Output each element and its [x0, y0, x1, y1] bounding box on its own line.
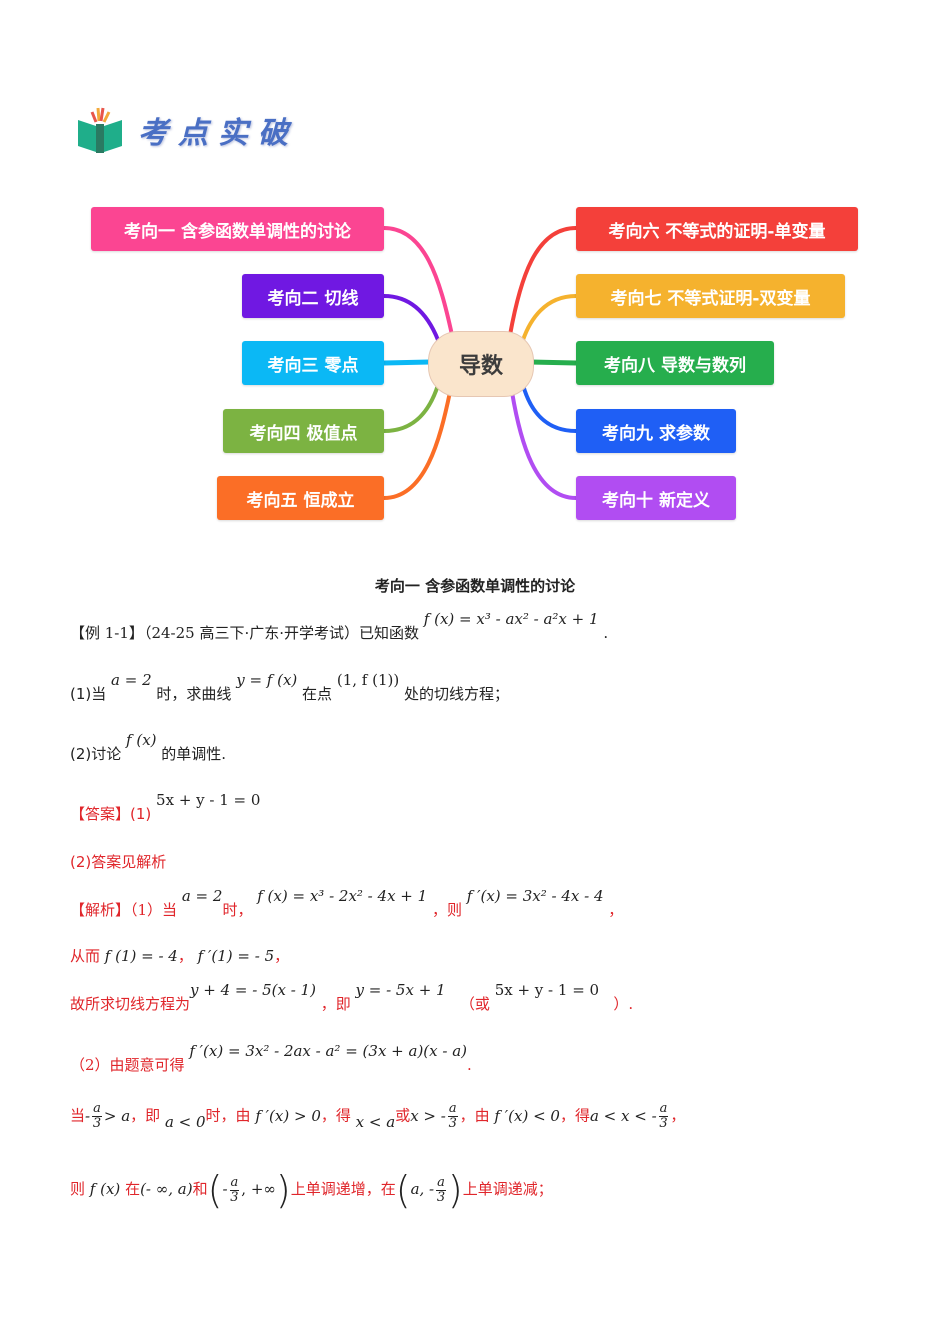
- math: f (x): [89, 1180, 121, 1198]
- text: ，: [177, 947, 193, 965]
- math: y + 4 = - 5(x - 1): [190, 981, 316, 999]
- example-line: 【例 1-1】（24-25 高三下·广东·开学考试）已知函数 f (x) = x…: [70, 610, 609, 643]
- text: .: [467, 1056, 472, 1074]
- math: a < 0: [164, 1112, 206, 1131]
- question-2: (2)讨论 f (x) 的单调性.: [70, 731, 227, 764]
- q2-function: f (x): [126, 731, 157, 749]
- mindmap-node-9: 考向九 求参数: [576, 409, 736, 453]
- text: 时，由: [205, 1106, 251, 1125]
- math: f ′(x) > 0: [255, 1106, 321, 1125]
- page-header-title: 考点实破: [138, 116, 298, 151]
- text: （或: [459, 995, 490, 1013]
- text: 或: [395, 1106, 411, 1125]
- text: 上单调递增，在: [290, 1180, 396, 1198]
- text: ，即: [320, 995, 351, 1013]
- math: (- ∞, a): [140, 1180, 193, 1198]
- mindmap-node-5: 考向五 恒成立: [217, 476, 384, 520]
- mindmap-node-7: 考向七 不等式证明-双变量: [576, 274, 845, 318]
- text: 时，: [222, 901, 253, 919]
- text: （2）由题意可得: [70, 1056, 185, 1074]
- answer-part2: (2)答案见解析: [70, 853, 167, 871]
- text: 当: [70, 1106, 86, 1125]
- answer-equation: 5x + y - 1 = 0: [156, 791, 261, 809]
- mindmap-node-10: 考向十 新定义: [576, 476, 736, 520]
- mindmap-connectors: [383, 226, 577, 500]
- analysis-line-1: 【解析】（1）当 a = 2时， f (x) = x³ - 2x² - 4x +…: [70, 887, 624, 920]
- math: f ′(1) = - 5: [197, 947, 275, 965]
- mindmap-node-3: 考向三 零点: [242, 341, 384, 385]
- text: 则: [70, 1180, 86, 1198]
- example-source: （24-25 高三下·广东·开学考试）已知函数: [143, 624, 419, 642]
- q1-curve: y = f (x): [236, 671, 298, 689]
- q2-text: 的单调性.: [161, 745, 227, 763]
- analysis-tag: 【解析】: [70, 901, 131, 919]
- math: a = 2: [181, 887, 223, 905]
- text: 在: [125, 1180, 141, 1198]
- math: f ′(x) < 0: [494, 1106, 560, 1125]
- q2-prefix: (2)讨论: [70, 745, 122, 763]
- text: 从而: [70, 947, 101, 965]
- section-title: 考向一 含参函数单调性的讨论: [374, 577, 576, 595]
- text: （1）当: [130, 901, 178, 919]
- q1-condition: a = 2: [111, 671, 152, 689]
- text: ）.: [613, 995, 634, 1013]
- period: .: [603, 624, 609, 642]
- text: 上单调递减；: [462, 1180, 553, 1198]
- q1-point: (1, f (1)): [336, 671, 400, 689]
- text: ，: [274, 947, 290, 965]
- q1-text: 处的切线方程；: [403, 685, 509, 703]
- mindmap-node-6: 考向六 不等式的证明-单变量: [576, 207, 858, 251]
- text: 故所求切线方程为: [70, 995, 191, 1013]
- mindmap-center-node: 导数: [428, 331, 534, 397]
- q1-text: 时，求曲线: [156, 685, 232, 703]
- q1-text: 在点: [302, 685, 333, 703]
- text: ，得: [320, 1106, 351, 1125]
- mindmap-node-8: 考向八 导数与数列: [576, 341, 774, 385]
- answer-part1-label: (1): [130, 805, 152, 823]
- text: ，: [670, 1106, 686, 1125]
- text: ，由: [459, 1106, 490, 1125]
- mindmap-node-1: 考向一 含参函数单调性的讨论: [91, 207, 384, 251]
- analysis-line-2: 从而 f (1) = - 4， f ′(1) = - 5，: [70, 945, 289, 966]
- math: 5x + y - 1 = 0: [494, 981, 600, 999]
- analysis-line-3: 故所求切线方程为y + 4 = - 5(x - 1) ，即 y = - 5x +…: [70, 981, 634, 1014]
- answer-line: 【答案】(1) 5x + y - 1 = 0: [70, 791, 260, 824]
- math: f ′(x) = 3x² - 4x - 4: [466, 887, 604, 905]
- text: ，即: [130, 1106, 161, 1125]
- text: ，得: [559, 1106, 590, 1125]
- math: y = - 5x + 1: [355, 981, 446, 999]
- mindmap-node-2: 考向二 切线: [242, 274, 384, 318]
- example-function: f (x) = x³ - ax² - a²x + 1: [423, 610, 599, 628]
- math: x < a: [355, 1112, 396, 1131]
- q1-prefix: (1)当: [70, 685, 107, 703]
- question-1: (1)当 a = 2 时，求曲线 y = f (x) 在点 (1, f (1))…: [70, 671, 509, 704]
- math: f ′(x) = 3x² - 2ax - a² = (3x + a)(x - a…: [189, 1042, 468, 1060]
- math: f (x) = x³ - 2x² - 4x + 1: [257, 887, 428, 905]
- example-tag: 【例 1-1】: [70, 624, 144, 642]
- answer-tag: 【答案】: [70, 805, 131, 823]
- mindmap-node-4: 考向四 极值点: [223, 409, 384, 453]
- logo-book-icon: [76, 104, 124, 154]
- analysis-line-4: （2）由题意可得 f ′(x) = 3x² - 2ax - a² = (3x +…: [70, 1042, 472, 1075]
- math: f (1) = - 4: [104, 947, 178, 965]
- text: ，: [608, 901, 624, 919]
- text: ，则: [431, 901, 462, 919]
- text: 和: [192, 1180, 208, 1198]
